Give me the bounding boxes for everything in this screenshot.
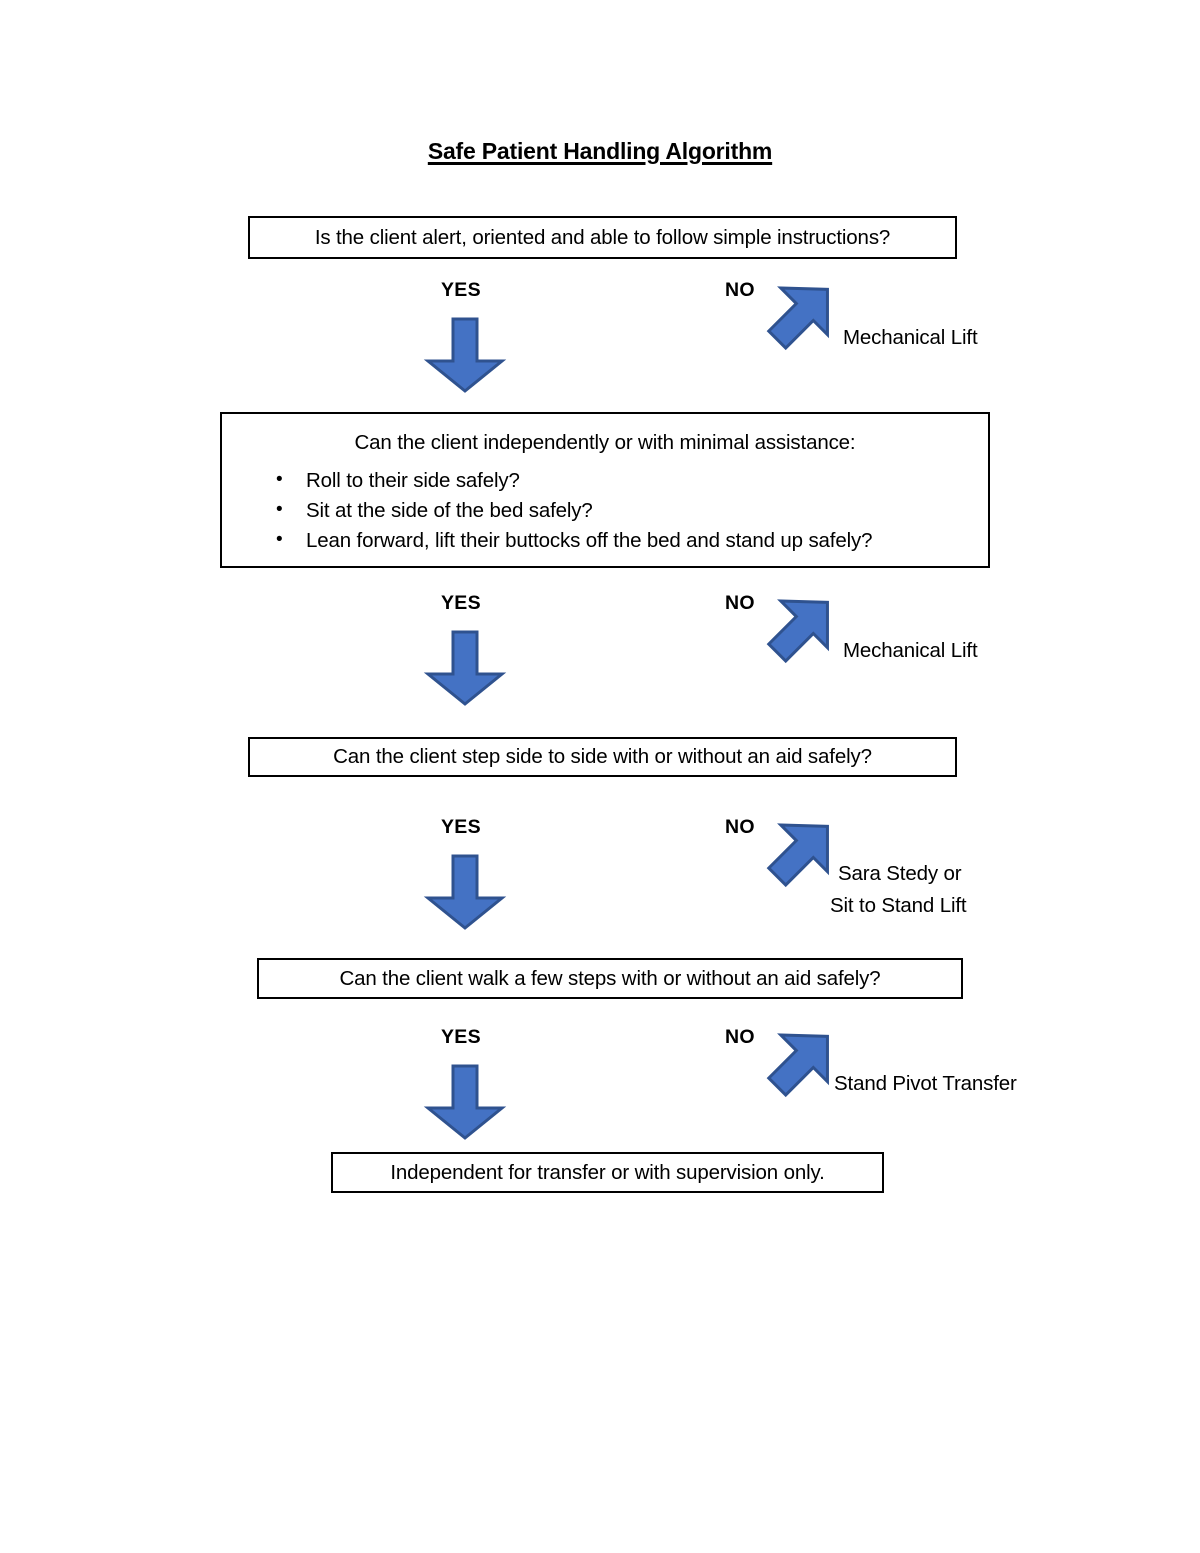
decision-question-step-3: Can the client step side to side with or… [333, 745, 872, 768]
final-outcome-box: Independent for transfer or with supervi… [331, 1152, 884, 1193]
branch-label-yes-step-2: YES [441, 592, 481, 614]
page-title: Safe Patient Handling Algorithm [427, 138, 773, 164]
arrow-down-icon-step-3 [423, 853, 507, 931]
arrow-diagonal-down-right-icon-step-1 [758, 270, 846, 354]
outcome-label-step-2: Mechanical Lift [843, 639, 978, 662]
arrow-diagonal-down-right-icon-step-2 [758, 583, 846, 667]
arrow-down-icon-step-4 [423, 1063, 507, 1141]
branch-label-no-step-4: NO [725, 1026, 755, 1048]
outcome-label-step-3-line-1: Sara Stedy or [838, 862, 962, 885]
outcome-label-step-4: Stand Pivot Transfer [834, 1072, 1017, 1095]
outcome-label-step-3-line-2: Sit to Stand Lift [830, 894, 967, 917]
branch-label-yes-step-3: YES [441, 816, 481, 838]
decision-box-step-1: Is the client alert, oriented and able t… [248, 216, 957, 259]
arrow-down-icon-step-2 [423, 629, 507, 707]
outcome-label-step-1: Mechanical Lift [843, 326, 978, 349]
list-item: Lean forward, lift their buttocks off th… [222, 525, 988, 556]
branch-label-yes-step-4: YES [441, 1026, 481, 1048]
decision-bullet-list-step-2: Roll to their side safely? Sit at the si… [222, 465, 988, 556]
list-item: Roll to their side safely? [222, 465, 988, 496]
decision-box-step-3: Can the client step side to side with or… [248, 737, 957, 777]
arrow-down-icon-step-1 [423, 316, 507, 394]
decision-question-step-2: Can the client independently or with min… [354, 431, 856, 454]
arrow-diagonal-down-right-icon-step-4 [758, 1017, 846, 1101]
final-outcome-text: Independent for transfer or with supervi… [390, 1160, 825, 1184]
branch-label-yes-step-1: YES [441, 279, 481, 301]
decision-question-step-1: Is the client alert, oriented and able t… [314, 225, 891, 249]
decision-question-step-4: Can the client walk a few steps with or … [339, 966, 881, 990]
branch-label-no-step-1: NO [725, 279, 755, 301]
decision-box-step-4: Can the client walk a few steps with or … [257, 958, 963, 999]
branch-label-no-step-2: NO [725, 592, 755, 614]
branch-label-no-step-3: NO [725, 816, 755, 838]
decision-box-step-2: Can the client independently or with min… [220, 412, 990, 568]
list-item: Sit at the side of the bed safely? [222, 495, 988, 526]
arrow-diagonal-down-right-icon-step-3 [758, 807, 846, 891]
